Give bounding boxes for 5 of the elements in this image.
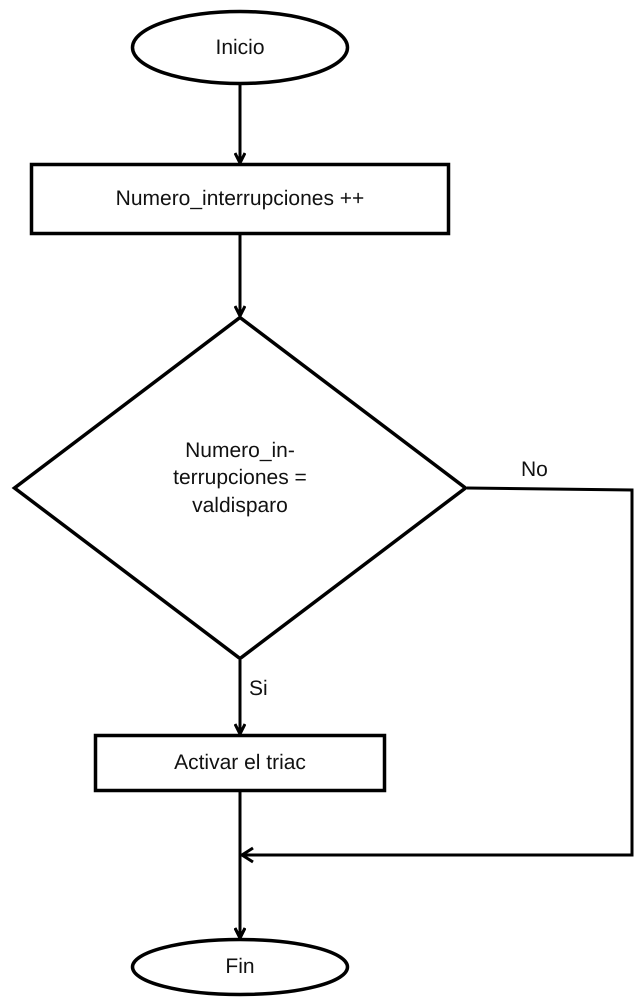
node-label: Numero_interrupciones ++ <box>116 186 364 212</box>
node-label: Inicio <box>215 34 265 61</box>
node-label: Fin <box>225 954 255 980</box>
node-label: Numero_in- terrupciones = valdisparo <box>172 438 308 519</box>
node-label: Activar el triac <box>174 750 306 776</box>
